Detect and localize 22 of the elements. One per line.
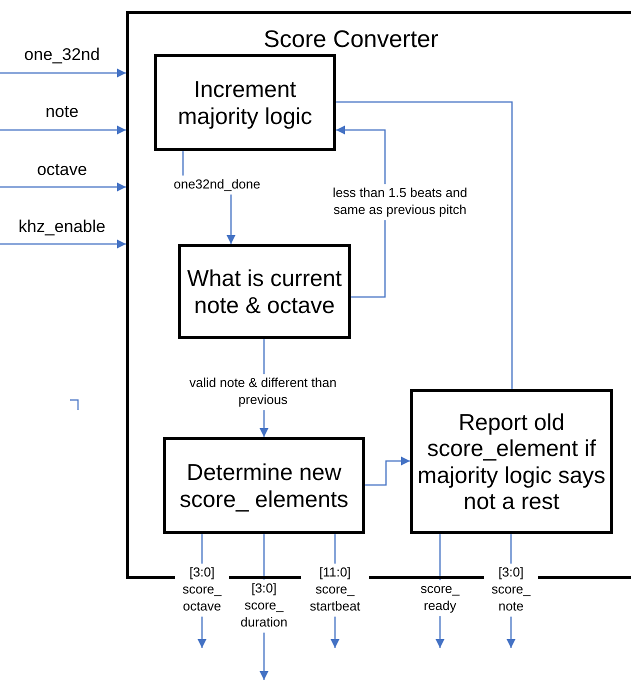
edge-label: [3:0] score_ octave <box>175 564 229 616</box>
edge-label: octave <box>36 158 88 181</box>
edge-label: note <box>44 100 80 123</box>
process-box <box>154 54 336 151</box>
process-text: Increment majority logic <box>176 76 314 129</box>
edge-label: [11:0] score_ startbeat <box>301 564 369 616</box>
connector-arrow <box>0 126 126 134</box>
process-text: Determine new score_ elements <box>178 459 350 512</box>
connector-arrow <box>0 240 126 248</box>
connector-arrow <box>0 68 126 78</box>
edge-label: one32nd_done <box>172 176 262 194</box>
edge-label: one_32nd <box>23 44 101 66</box>
edge-label: khz_enable <box>18 216 106 238</box>
process-text: What is current note & octave <box>186 265 343 318</box>
process-box <box>163 437 365 534</box>
process-box <box>178 244 351 339</box>
edge-label: [3:0] score_ note <box>484 564 538 616</box>
process-box <box>410 389 613 534</box>
connector-arrow <box>0 182 126 192</box>
connector-arrow <box>365 456 410 486</box>
process-text: Report old score_element if majority logic says not a rest <box>416 408 606 514</box>
module-title: Score Converter <box>264 26 438 55</box>
